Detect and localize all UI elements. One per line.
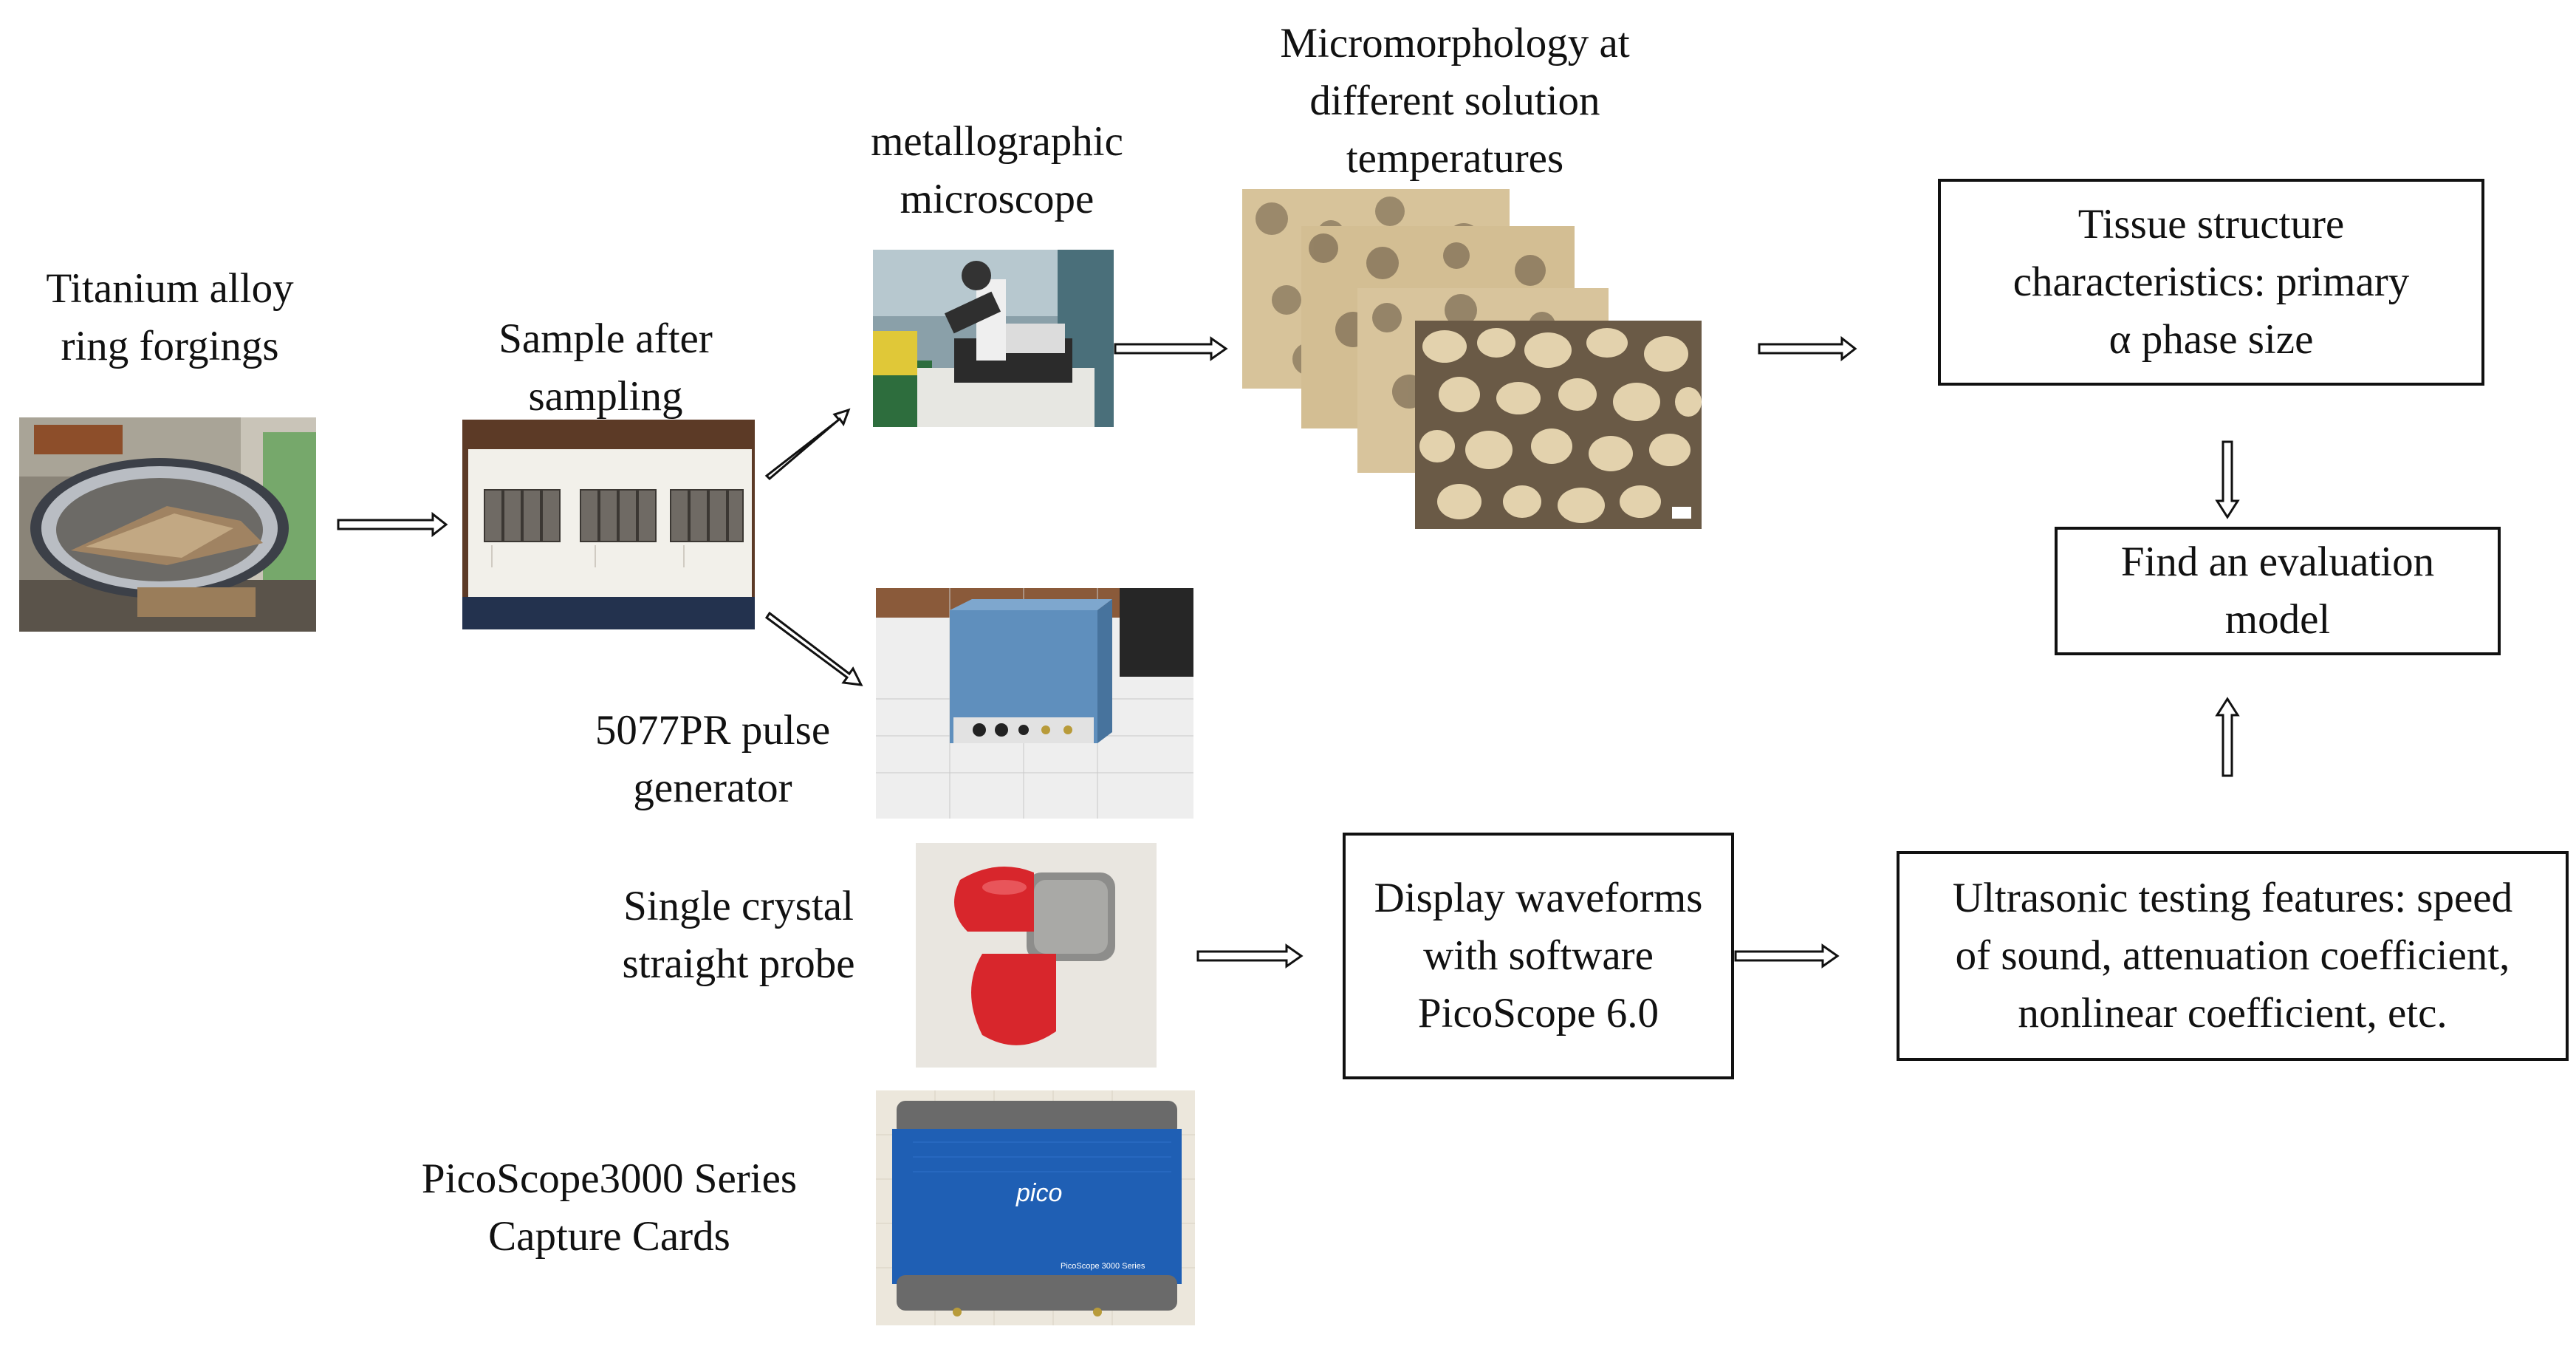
arrow-display-to-ultrasonic xyxy=(1734,943,1840,969)
samples-photo xyxy=(462,420,755,629)
arrow-sample-to-pulse xyxy=(764,611,863,686)
pico-brand-text: pico xyxy=(1016,1179,1063,1207)
arrow-microscope-to-micro xyxy=(1114,336,1228,361)
pulse-generator-photo xyxy=(876,588,1193,819)
titanium-ring-photo xyxy=(19,417,316,632)
pico-model-text: PicoScope 3000 Series xyxy=(1061,1262,1145,1271)
microscope-photo xyxy=(873,250,1114,427)
probe-photo xyxy=(916,843,1157,1068)
arrow-sample-to-microscope xyxy=(764,408,851,481)
arrow-micro-to-tissue xyxy=(1758,335,1857,362)
micromorphology-image-4 xyxy=(1415,321,1702,529)
arrow-ring-to-sample xyxy=(337,511,448,538)
arrow-probe-to-display xyxy=(1196,943,1304,969)
arrow-ultrasonic-to-evaluation xyxy=(2215,697,2240,777)
picoscope-device-photo: pico PicoScope 3000 Series xyxy=(876,1090,1195,1325)
arrow-tissue-to-evaluation xyxy=(2215,440,2240,519)
